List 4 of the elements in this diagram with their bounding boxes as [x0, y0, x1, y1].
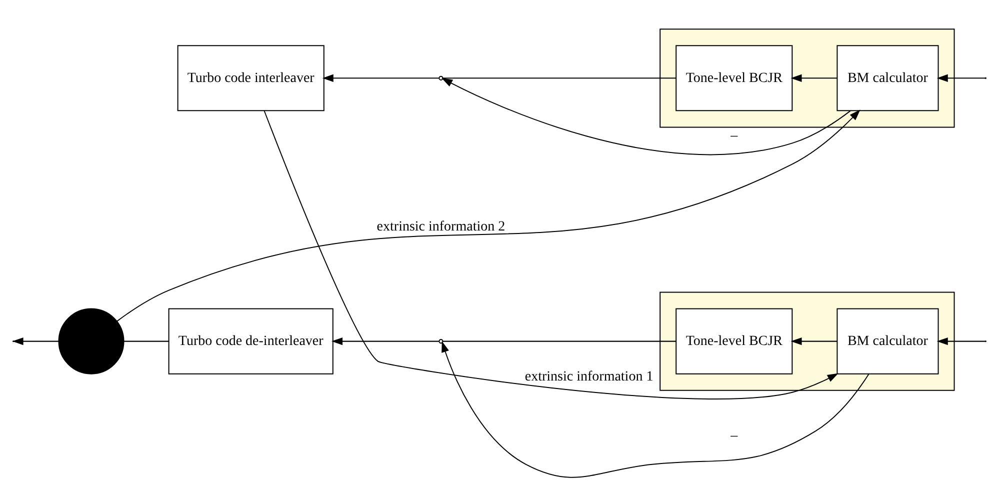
edge-label: extrinsic information 1: [524, 370, 653, 385]
edge-label: –: [730, 128, 738, 144]
edge-label: –: [730, 428, 738, 444]
edge-label: extrinsic information 2: [376, 219, 505, 234]
